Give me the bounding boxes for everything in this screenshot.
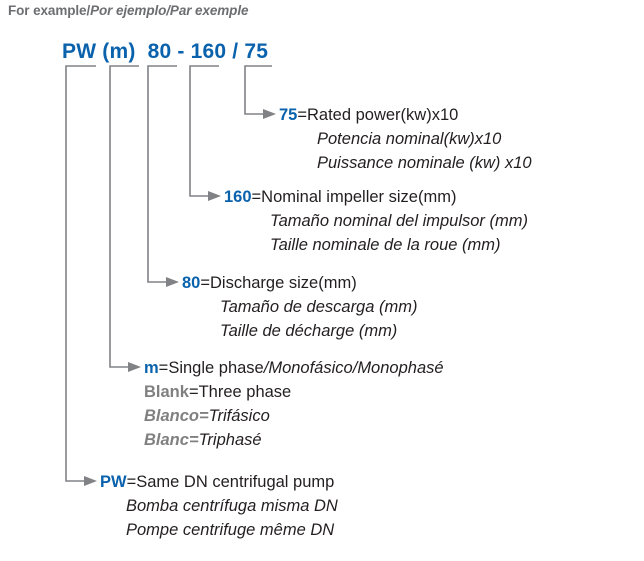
definition-line-blanc: Blanc=Triphasé	[144, 428, 444, 452]
definition-text-fr-160: Taille nominale de la roue (mm)	[270, 236, 501, 254]
definition-text-blank: Three phase	[198, 383, 292, 401]
definition-text-en-pw: Same DN centrifugal pump	[136, 473, 335, 491]
definition-equals-75: =	[297, 106, 307, 124]
definition-block-80: 80=Discharge size(mm) Tamaño de descarga…	[182, 271, 417, 343]
definition-head-160: 160=Nominal impeller size(mm)	[224, 185, 528, 209]
definition-equals-pw: =	[126, 473, 137, 491]
definition-equals-160: =	[251, 188, 262, 206]
definition-head-80: 80=Discharge size(mm)	[182, 271, 417, 295]
definition-key-blank: Blank	[144, 383, 189, 401]
definition-line-blank: Blank=Three phase	[144, 380, 444, 404]
definition-equals-blanc: =	[188, 431, 199, 449]
definition-text-fr-pw: Pompe centrifuge même DN	[126, 521, 335, 539]
definition-text-es-160: Tamaño nominal del impulsor (mm)	[270, 212, 528, 230]
definition-equals-blanco: =	[199, 407, 209, 425]
definition-text-es-75: Potencia nominal(kw)x10	[317, 130, 502, 148]
definition-text-es-pw: Bomba centrífuga misma DN	[126, 497, 338, 515]
model-code-label: PW (m) 80 - 160 / 75	[62, 40, 269, 63]
definition-text-en-160: Nominal impeller size(mm)	[261, 188, 457, 206]
definition-head-75: 75=Rated power(kw)x10	[279, 103, 532, 127]
definition-block-m: m=Single phase/Monofásico/Monophasé Blan…	[144, 356, 444, 452]
definition-text-en-80: Discharge size(mm)	[210, 274, 357, 292]
page-title: For example/Por ejemplo/Par exemple	[8, 3, 249, 18]
definition-head-m: m=Single phase/Monofásico/Monophasé	[144, 356, 444, 380]
definition-text-es-80: Tamaño de descarga (mm)	[220, 298, 418, 316]
arrowhead-160	[208, 191, 221, 201]
definition-equals-blank: =	[188, 383, 199, 401]
leader-line-m	[109, 65, 139, 368]
definition-text-en-75: Rated power(kw)x10	[307, 106, 459, 124]
arrowhead-80	[166, 277, 179, 287]
definition-block-75: 75=Rated power(kw)x10 Potencia nominal(k…	[279, 103, 532, 175]
definition-equals-80: =	[200, 274, 210, 292]
definition-key-160: 160	[224, 188, 252, 206]
definition-text-blanc: Triphasé	[198, 431, 262, 449]
definition-text-intl-m: /Monofásico/Monophasé	[263, 359, 444, 377]
definition-text-en-m: Single phase	[168, 359, 264, 377]
definition-key-blanc: Blanc	[144, 431, 189, 449]
definition-block-160: 160=Nominal impeller size(mm) Tamaño nom…	[224, 185, 528, 257]
definition-block-pw: PW=Same DN centrifugal pump Bomba centrí…	[100, 470, 338, 542]
definition-key-blanco: Blanco	[144, 407, 200, 425]
leader-line-pw	[65, 65, 96, 482]
leader-line-75	[244, 65, 272, 115]
definition-text-fr-75: Puissance nominale (kw) x10	[317, 154, 532, 172]
definition-key-m: m	[144, 359, 159, 377]
leader-line-160	[189, 65, 219, 197]
leader-line-80	[147, 65, 177, 283]
arrowhead-75	[263, 109, 276, 119]
definition-text-blanco: Trifásico	[208, 407, 270, 425]
arrowhead-m	[128, 362, 141, 372]
definition-key-80: 80	[182, 274, 201, 292]
arrowhead-pw	[84, 476, 97, 486]
definition-line-blanco: Blanco=Trifásico	[144, 404, 444, 428]
definition-key-pw: PW	[100, 473, 127, 491]
definition-text-fr-80: Taille de décharge (mm)	[220, 322, 398, 340]
definition-key-75: 75	[279, 106, 298, 124]
definition-head-pw: PW=Same DN centrifugal pump	[100, 470, 338, 494]
definition-equals-m: =	[158, 359, 169, 377]
